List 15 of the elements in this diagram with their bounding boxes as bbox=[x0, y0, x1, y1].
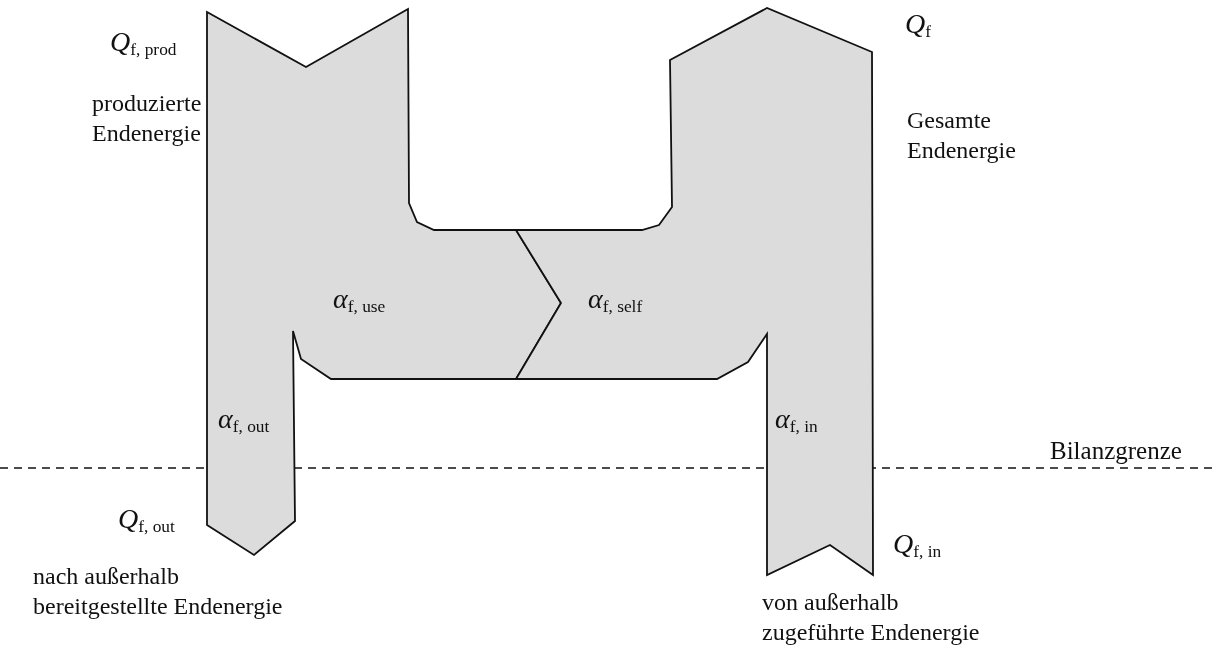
quantity-symbol: Q$_{f}$ bbox=[905, 10, 931, 41]
description-text: von außerhalb zugeführte Endenergie bbox=[762, 588, 981, 645]
flow-symbol: α$_{f, use}$ bbox=[333, 285, 386, 316]
flow-symbol: α$_{f, out}$ bbox=[218, 405, 270, 436]
quantity-symbol: Q$_{f, prod}$ bbox=[110, 28, 177, 59]
quantity-symbol: Q$_{f, out}$ bbox=[118, 505, 175, 536]
flow-symbol: α$_{f, self}$ bbox=[588, 285, 643, 316]
description-text: Gesamte Endenergie bbox=[907, 106, 1017, 165]
description-text: nach außerhalb bereitgestellte Endenergie bbox=[33, 562, 284, 621]
boundary-label: Bilanzgrenze bbox=[1050, 438, 1182, 463]
description-text: produzierte Endenergie bbox=[92, 89, 203, 148]
flow-band bbox=[207, 9, 561, 555]
flow-band bbox=[516, 8, 873, 575]
quantity-symbol: Q$_{f, in}$ bbox=[893, 530, 942, 561]
flow-symbol: α$_{f, in}$ bbox=[775, 405, 818, 436]
